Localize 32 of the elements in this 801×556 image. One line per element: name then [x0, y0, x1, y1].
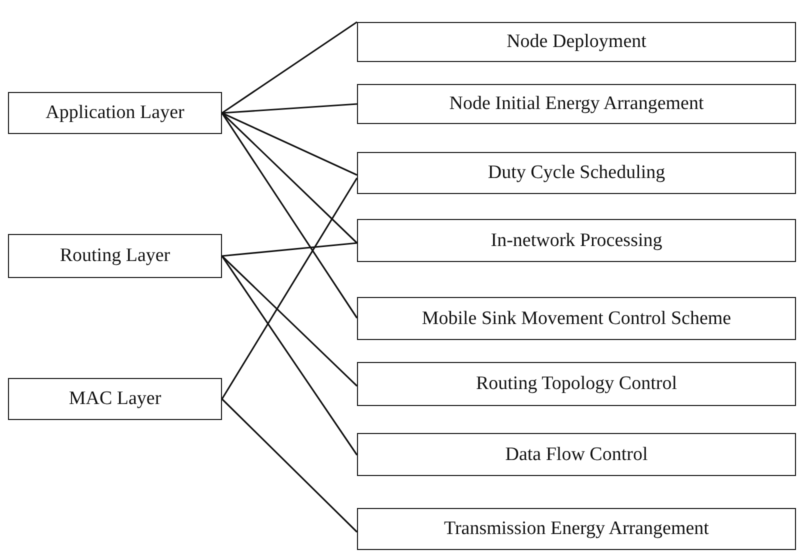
- connector-line: [222, 103, 358, 114]
- box-label: MAC Layer: [68, 388, 162, 410]
- box-label: Node Initial Energy Arrangement: [449, 93, 704, 115]
- connector-line: [221, 255, 358, 387]
- box-label: Mobile Sink Movement Control Scheme: [422, 308, 732, 330]
- layer-box: [8, 92, 222, 134]
- function-box: [357, 362, 796, 406]
- function-box: [357, 219, 796, 262]
- connector-line: [221, 178, 358, 400]
- box-label: In-network Processing: [490, 230, 662, 252]
- box-label: Duty Cycle Scheduling: [488, 162, 666, 184]
- connector-line: [222, 242, 358, 257]
- box-label: Routing Topology Control: [476, 373, 677, 395]
- function-box: [357, 433, 796, 476]
- function-box: [357, 508, 796, 550]
- box-label: Application Layer: [46, 102, 184, 124]
- function-box: [357, 84, 796, 124]
- box-label: Transmission Energy Arrangement: [444, 518, 709, 540]
- box-label: Node Deployment: [506, 31, 646, 53]
- connector-line: [222, 21, 358, 114]
- function-box: [357, 22, 796, 62]
- layer-box: [8, 234, 222, 278]
- connector-line: [221, 112, 358, 244]
- layer-box: [8, 378, 222, 420]
- function-box: [357, 152, 796, 194]
- function-box: [357, 297, 796, 340]
- connector-line: [221, 256, 358, 456]
- box-label: Data Flow Control: [505, 444, 648, 466]
- box-label: Routing Layer: [60, 245, 170, 267]
- connector-line: [222, 112, 358, 176]
- connector-line: [221, 398, 358, 533]
- connector-line: [221, 112, 358, 318]
